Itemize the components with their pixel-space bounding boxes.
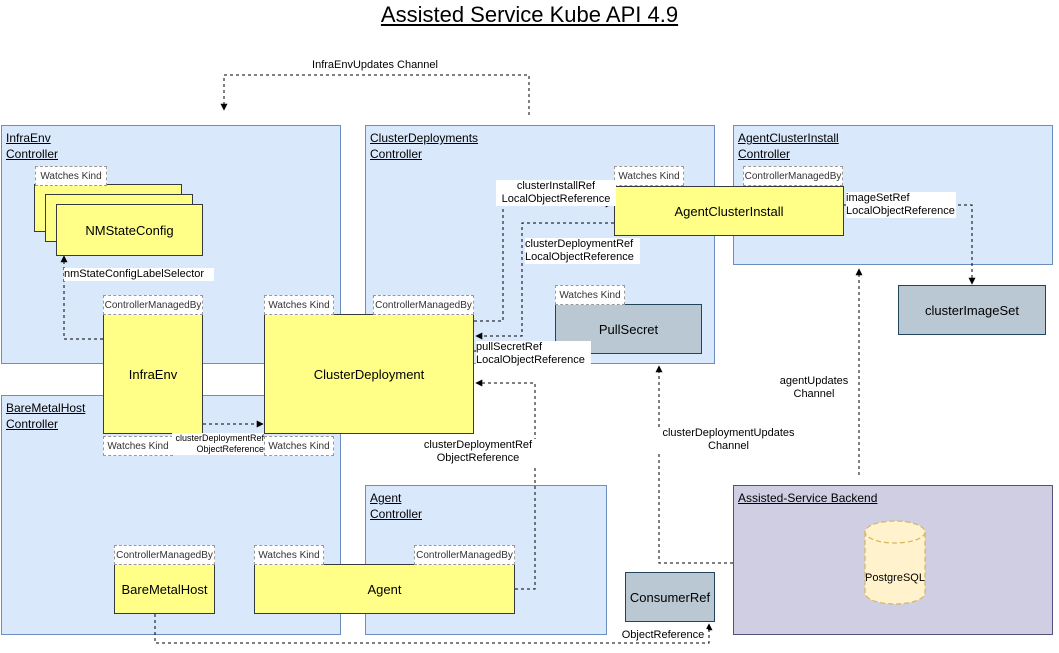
agent-updates-channel-label: agentUpdates Channel: [778, 375, 850, 401]
controller-managed-by-tag-clusterdeployment: ControllerManagedBy: [373, 295, 474, 315]
assisted-service-backend-title: Assisted-Service Backend: [738, 491, 878, 505]
object-reference-label: ObjectReference: [618, 629, 708, 642]
infraenv-updates-channel-label: InfraEnvUpdates Channel: [300, 59, 450, 72]
agentclusterinstall-controller-title: AgentClusterInstall Controller: [738, 131, 839, 161]
watches-kind-tag-pullsecret: Watches Kind: [555, 285, 625, 305]
pull-secret-ref-label: pullSecretRef LocalObjectReference: [476, 341, 591, 367]
clusterimageset-node[interactable]: clusterImageSet: [898, 285, 1046, 335]
controller-managed-by-tag-agent: ControllerManagedBy: [414, 545, 515, 565]
consumerref-node[interactable]: ConsumerRef: [625, 572, 715, 622]
infraenv-node[interactable]: InfraEnv: [103, 314, 203, 434]
agent-node[interactable]: Agent: [254, 564, 515, 614]
nmstate-selector-label: nmStateConfigLabelSelector: [64, 268, 214, 281]
clusterdeployment-node[interactable]: ClusterDeployment: [264, 314, 474, 434]
bmh-cluster-deployment-ref-label: clusterDeploymentRef ObjectReference: [172, 433, 264, 455]
infraenv-controller-title: InfraEnv Controller: [6, 131, 59, 161]
cluster-deployment-updates-arrow: [655, 365, 733, 564]
agent-cluster-deployment-ref-label: clusterDeploymentRef ObjectReference: [418, 439, 538, 465]
baremetalhost-node[interactable]: BareMetalHost: [114, 564, 215, 614]
watches-kind-tag-clusterdeployment-bottom: Watches Kind: [264, 436, 334, 456]
watches-kind-tag-agent: Watches Kind: [254, 545, 324, 565]
controller-managed-by-tag-agentclusterinstall: ControllerManagedBy: [743, 166, 843, 186]
clusterdeployments-controller-title: ClusterDeployments Controller: [370, 131, 479, 161]
cluster-deployment-updates-channel-label: clusterDeploymentUpdates Channel: [656, 427, 801, 453]
controller-managed-by-tag-baremetalhost: ControllerManagedBy: [114, 545, 215, 565]
watches-kind-tag-clusterdeployment-top: Watches Kind: [264, 295, 334, 315]
agentclusterinstall-node[interactable]: AgentClusterInstall: [614, 186, 844, 236]
watches-kind-tag-nmstate: Watches Kind: [35, 166, 107, 186]
cluster-deployment-ref-local-label: clusterDeploymentRef LocalObjectReferenc…: [525, 238, 640, 264]
cluster-install-ref-label: clusterInstallRef LocalObjectReference: [496, 180, 616, 206]
postgresql-label: PostgreSQL: [865, 572, 925, 584]
watches-kind-tag-infraenv: Watches Kind: [103, 436, 173, 456]
image-set-ref-label: imageSetRef LocalObjectReference: [846, 192, 956, 218]
diagram-title: Assisted Service Kube API 4.9: [380, 2, 679, 27]
postgresql-cylinder[interactable]: PostgreSQL: [864, 520, 926, 606]
baremetalhost-controller-title: BareMetalHost Controller: [6, 401, 86, 431]
nmstateconfig-node[interactable]: NMStateConfig: [56, 204, 203, 256]
watches-kind-tag-agentclusterinstall: Watches Kind: [614, 166, 684, 186]
controller-managed-by-tag-infraenv: ControllerManagedBy: [103, 295, 203, 315]
infraenv-updates-arrow: [220, 74, 530, 115]
agent-controller-title: Agent Controller: [370, 491, 423, 521]
